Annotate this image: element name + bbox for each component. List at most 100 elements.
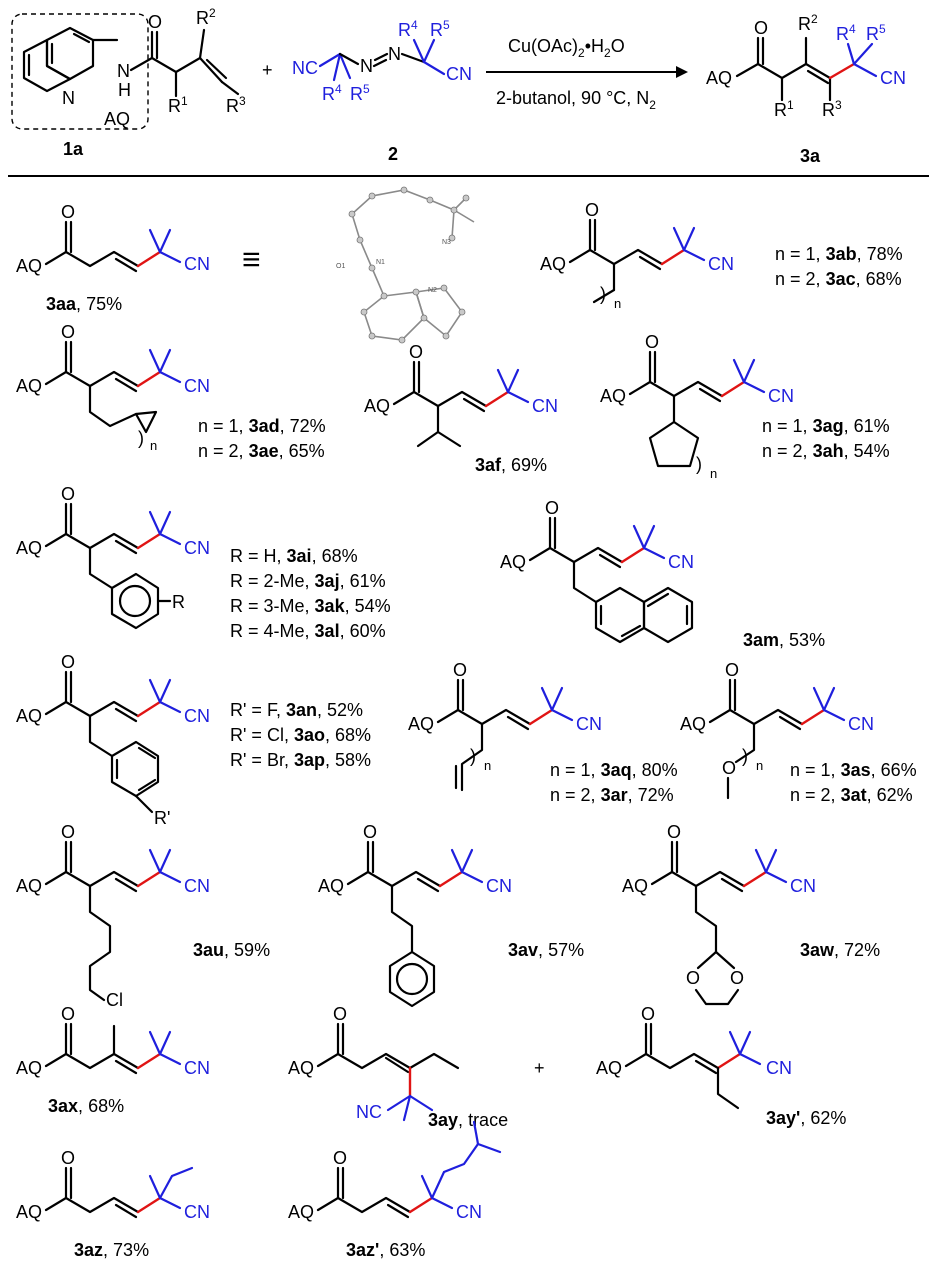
svg-text:3az, 73%: 3az, 73% xyxy=(74,1240,149,1260)
atom-n: N xyxy=(360,56,373,76)
svg-text:R1: R1 xyxy=(168,94,188,116)
svg-text:CN: CN xyxy=(184,876,210,896)
svg-text:3az', 63%: 3az', 63% xyxy=(346,1240,425,1260)
svg-text:R = 3-Me, 3ak, 54%: R = 3-Me, 3ak, 54% xyxy=(230,596,391,616)
svg-text:): ) xyxy=(742,746,748,766)
atom-cn: CN xyxy=(880,68,906,88)
svg-text:O: O xyxy=(61,202,75,222)
atom-o: O xyxy=(754,18,768,38)
svg-text:O: O xyxy=(363,822,377,842)
plus-sign-3ay: + xyxy=(534,1058,545,1078)
svg-text:CN: CN xyxy=(184,254,210,274)
svg-text:CN: CN xyxy=(184,538,210,558)
svg-text:n = 2, 3at, 62%: n = 2, 3at, 62% xyxy=(790,785,913,805)
atom-o: O xyxy=(148,12,162,32)
aq-dashed-box xyxy=(11,13,149,130)
svg-text:CN: CN xyxy=(184,706,210,726)
svg-text:O: O xyxy=(333,1148,347,1168)
svg-text:n = 1, 3aq, 80%: n = 1, 3aq, 80% xyxy=(550,760,678,780)
svg-text:O: O xyxy=(61,322,75,342)
svg-text:R5: R5 xyxy=(866,22,886,44)
svg-text:n: n xyxy=(150,438,157,453)
plus-sign: + xyxy=(262,60,273,80)
svg-text:AQ: AQ xyxy=(16,256,42,276)
svg-text:): ) xyxy=(600,284,606,304)
xray-structure: O1 N1 N2 N3 xyxy=(336,186,475,344)
svg-text:R1: R1 xyxy=(774,98,794,120)
svg-text:3af, 69%: 3af, 69% xyxy=(475,455,547,475)
svg-text:n = 2, 3ah, 54%: n = 2, 3ah, 54% xyxy=(762,441,890,461)
structure-3ag-3ah: AQ O CN ) n xyxy=(600,332,794,481)
svg-text:AQ: AQ xyxy=(16,876,42,896)
svg-text:AQ: AQ xyxy=(364,396,390,416)
svg-text:O: O xyxy=(585,200,599,220)
svg-text:O1: O1 xyxy=(336,263,345,270)
svg-text:O: O xyxy=(730,968,744,988)
svg-text:): ) xyxy=(470,746,476,766)
reagent-label: Cu(OAc)2•H2O xyxy=(508,36,625,60)
conditions-label: 2-butanol, 90 °C, N2 xyxy=(496,88,656,112)
reaction-arrow: Cu(OAc)2•H2O 2-butanol, 90 °C, N2 xyxy=(486,36,688,112)
svg-text:3aw, 72%: 3aw, 72% xyxy=(800,940,880,960)
atom-n: N xyxy=(62,88,75,108)
svg-text:AQ: AQ xyxy=(600,386,626,406)
aq-label: AQ xyxy=(104,109,130,129)
svg-text:AQ: AQ xyxy=(596,1058,622,1078)
svg-text:R = 4-Me, 3al, 60%: R = 4-Me, 3al, 60% xyxy=(230,621,386,641)
compound-label-3a: 3a xyxy=(800,146,821,166)
svg-text:3ax, 68%: 3ax, 68% xyxy=(48,1096,124,1116)
svg-text:CN: CN xyxy=(456,1202,482,1222)
svg-text:R': R' xyxy=(154,808,170,828)
structure-3au: AQ O CN Cl xyxy=(16,822,210,1010)
svg-text:O: O xyxy=(61,1004,75,1024)
svg-text:CN: CN xyxy=(184,1058,210,1078)
svg-text:CN: CN xyxy=(486,876,512,896)
atom-nc: NC xyxy=(292,58,318,78)
svg-text:O: O xyxy=(61,822,75,842)
svg-text:n = 1, 3ag, 61%: n = 1, 3ag, 61% xyxy=(762,416,890,436)
svg-text:AQ: AQ xyxy=(16,538,42,558)
structure-3aw: AQ O CN O O xyxy=(622,822,816,1006)
svg-text:O: O xyxy=(722,758,736,778)
svg-text:AQ: AQ xyxy=(622,876,648,896)
svg-text:AQ: AQ xyxy=(540,254,566,274)
svg-text:CN: CN xyxy=(768,386,794,406)
svg-text:n: n xyxy=(710,466,717,481)
svg-text:R3: R3 xyxy=(226,94,246,116)
svg-text:3av, 57%: 3av, 57% xyxy=(508,940,584,960)
svg-text:n: n xyxy=(756,758,763,773)
structure-3am: AQ O CN xyxy=(500,498,694,644)
reactant-1a: N N H AQ O R1 R2 R3 xyxy=(11,6,246,130)
svg-text:R5: R5 xyxy=(430,18,450,40)
compound-label-1a: 1a xyxy=(63,139,84,159)
structure-3ay: AQ O NC xyxy=(288,1004,460,1122)
svg-text:AQ: AQ xyxy=(16,1202,42,1222)
structure-3an-3ap: AQ O CN R' xyxy=(16,652,210,828)
atom-n: N xyxy=(388,44,401,64)
svg-text:R' = Br, 3ap, 58%: R' = Br, 3ap, 58% xyxy=(230,750,371,770)
svg-text:): ) xyxy=(138,428,144,448)
svg-text:R: R xyxy=(172,592,185,612)
structure-3ay-prime: AQ O CN xyxy=(596,1004,792,1110)
svg-text:n = 2, 3ac, 68%: n = 2, 3ac, 68% xyxy=(775,269,902,289)
svg-text:CN: CN xyxy=(576,714,602,734)
svg-text:R' = F, 3an, 52%: R' = F, 3an, 52% xyxy=(230,700,363,720)
svg-text:R5: R5 xyxy=(350,82,370,104)
svg-text:AQ: AQ xyxy=(16,376,42,396)
svg-text:O: O xyxy=(645,332,659,352)
svg-text:R4: R4 xyxy=(836,22,856,44)
svg-text:3ay, trace: 3ay, trace xyxy=(428,1110,508,1130)
structure-3aq-3ar: AQ O CN ) n xyxy=(408,660,602,792)
svg-text:CN: CN xyxy=(532,396,558,416)
svg-text:AQ: AQ xyxy=(500,552,526,572)
svg-text:3ay', 62%: 3ay', 62% xyxy=(766,1108,846,1128)
svg-text:O: O xyxy=(61,652,75,672)
compound-label-2: 2 xyxy=(388,144,398,164)
svg-text:R3: R3 xyxy=(822,98,842,120)
structure-3as-3at: AQ O CN O ) n xyxy=(680,660,874,800)
structure-3ax: AQ O CN xyxy=(16,1004,210,1078)
svg-text:n = 1, 3as, 66%: n = 1, 3as, 66% xyxy=(790,760,917,780)
svg-text:O: O xyxy=(453,660,467,680)
svg-text:CN: CN xyxy=(766,1058,792,1078)
